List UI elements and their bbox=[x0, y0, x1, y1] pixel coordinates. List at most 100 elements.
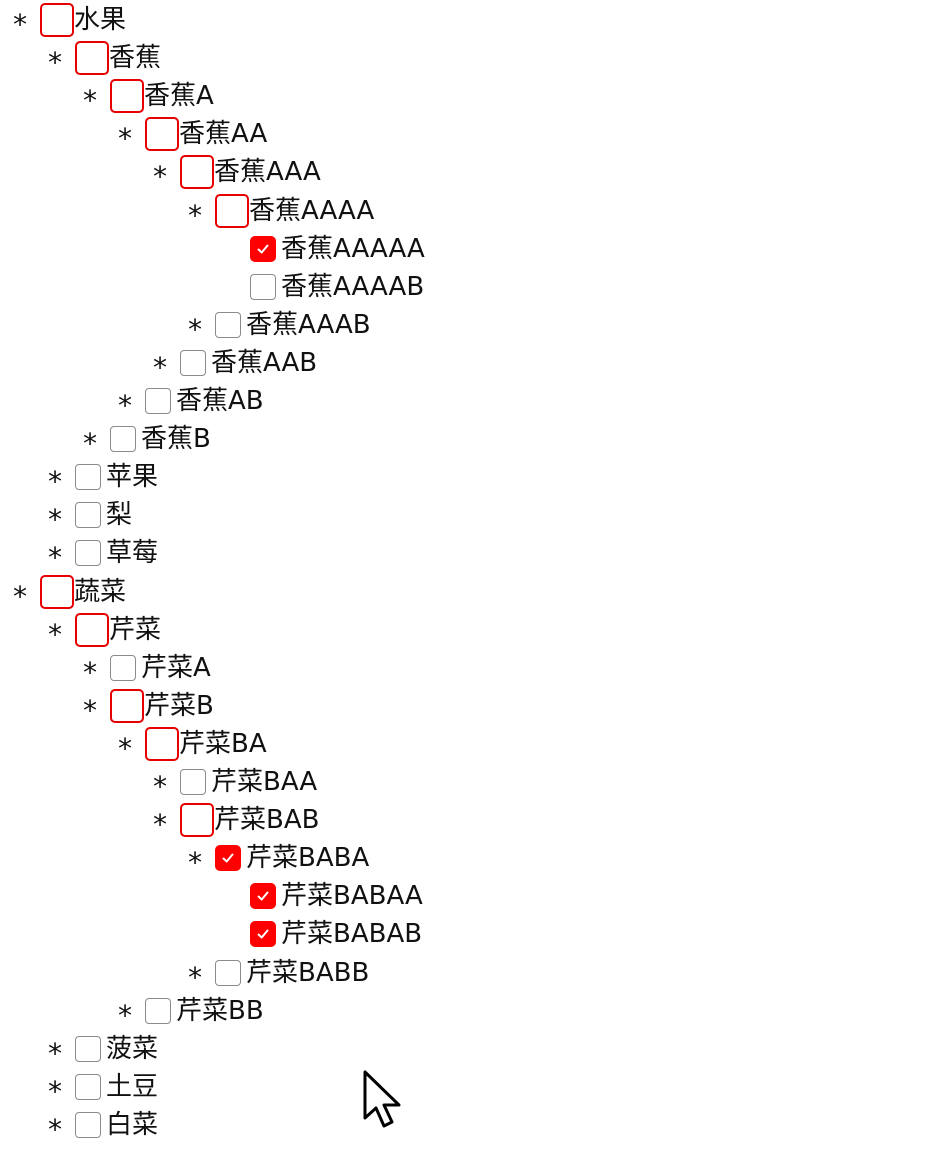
tree-node-label[interactable]: 芹菜BABB bbox=[246, 957, 370, 988]
tree-node: * 芹菜B bbox=[75, 687, 214, 725]
asterisk-expander-icon[interactable]: * bbox=[151, 350, 169, 384]
tree-node-label[interactable]: 芹菜 bbox=[109, 614, 162, 645]
tree-node-checkbox[interactable] bbox=[250, 235, 276, 262]
tree-node-checkbox[interactable] bbox=[75, 1073, 101, 1100]
tree-node-checkbox[interactable] bbox=[75, 464, 101, 491]
tree-node-label[interactable]: 芹菜BB bbox=[176, 995, 264, 1026]
tree-node: * 香蕉AB bbox=[110, 382, 264, 420]
tree-node-checkbox[interactable] bbox=[215, 311, 241, 338]
tree-node-checkbox[interactable] bbox=[75, 1111, 101, 1138]
tree-node-label[interactable]: 芹菜BAA bbox=[211, 767, 318, 797]
tree-node-label[interactable]: 菠菜 bbox=[106, 1033, 159, 1064]
tree-node-label[interactable]: 苹果 bbox=[106, 462, 159, 493]
tree-node-label[interactable]: 芹菜A bbox=[141, 652, 211, 683]
expander-spacer bbox=[215, 877, 245, 915]
tree-node-checkbox[interactable] bbox=[75, 1035, 101, 1062]
tree-node-checkbox[interactable] bbox=[110, 426, 136, 453]
tree-node-checkbox[interactable] bbox=[40, 3, 74, 37]
tree-node-checkbox[interactable] bbox=[180, 803, 214, 838]
tree-node: * 白菜 bbox=[40, 1106, 158, 1144]
tree-node-label[interactable]: 梨 bbox=[106, 500, 133, 531]
tree-node-label[interactable]: 香蕉AAAAA bbox=[281, 233, 425, 264]
asterisk-expander-icon[interactable]: * bbox=[81, 84, 99, 118]
tree-node-checkbox[interactable] bbox=[40, 574, 74, 609]
tree-node: 芹菜BABAB bbox=[215, 915, 422, 953]
tree-node: * 芹菜A bbox=[75, 649, 211, 687]
asterisk-expander-icon[interactable]: * bbox=[46, 1112, 64, 1146]
asterisk-expander-icon[interactable]: * bbox=[81, 427, 99, 461]
tree-node-checkbox[interactable] bbox=[250, 883, 276, 910]
tree-node-label[interactable]: 香蕉B bbox=[141, 424, 211, 455]
check-icon bbox=[222, 853, 234, 863]
tree-node: * 芹菜BABB bbox=[180, 954, 370, 994]
tree-node-checkbox[interactable] bbox=[250, 921, 276, 948]
asterisk-expander-icon[interactable]: * bbox=[46, 46, 64, 80]
tree-node-checkbox[interactable] bbox=[75, 41, 109, 76]
tree-node-checkbox[interactable] bbox=[215, 845, 241, 872]
tree-node-label[interactable]: 香蕉AA bbox=[179, 119, 268, 150]
tree-node-checkbox[interactable] bbox=[145, 997, 171, 1024]
tree-node-checkbox[interactable] bbox=[250, 273, 276, 300]
asterisk-expander-icon[interactable]: * bbox=[46, 617, 64, 651]
tree-node-label[interactable]: 芹菜BA bbox=[179, 728, 267, 759]
asterisk-expander-icon[interactable]: * bbox=[116, 731, 134, 765]
tree-node-checkbox[interactable] bbox=[145, 388, 171, 414]
tree-node-checkbox[interactable] bbox=[180, 155, 214, 190]
asterisk-expander-icon[interactable]: * bbox=[151, 160, 169, 194]
tree-node-label[interactable]: 香蕉AB bbox=[176, 386, 264, 416]
tree-node-label[interactable]: 土豆 bbox=[106, 1071, 159, 1102]
check-icon bbox=[257, 244, 269, 254]
tree-node-checkbox[interactable] bbox=[75, 540, 101, 567]
asterisk-expander-icon[interactable]: * bbox=[46, 465, 64, 499]
asterisk-expander-icon[interactable]: * bbox=[116, 389, 134, 422]
tree-node-checkbox[interactable] bbox=[110, 79, 144, 114]
tree-node: 香蕉AAAAA bbox=[215, 230, 425, 268]
asterisk-expander-icon[interactable]: * bbox=[186, 198, 204, 232]
tree-node-label[interactable]: 香蕉AAAAB bbox=[281, 271, 425, 302]
asterisk-expander-icon[interactable]: * bbox=[186, 312, 204, 346]
tree-node-checkbox[interactable] bbox=[180, 349, 206, 376]
tree-node-label[interactable]: 蔬菜 bbox=[74, 576, 127, 607]
tree-node-checkbox[interactable] bbox=[145, 726, 179, 761]
tree-node-label[interactable]: 香蕉AAAB bbox=[246, 309, 371, 340]
asterisk-expander-icon[interactable]: * bbox=[186, 960, 204, 994]
tree-node: * 芹菜BAA bbox=[145, 763, 318, 803]
asterisk-expander-icon[interactable]: * bbox=[151, 770, 169, 803]
tree-node-checkbox[interactable] bbox=[145, 117, 179, 152]
asterisk-expander-icon[interactable]: * bbox=[11, 8, 29, 41]
asterisk-expander-icon[interactable]: * bbox=[11, 579, 29, 613]
tree-node-label[interactable]: 香蕉AAB bbox=[211, 347, 318, 378]
tree-node-label[interactable]: 芹菜BABAB bbox=[281, 919, 423, 950]
tree-node-label[interactable]: 香蕉 bbox=[109, 43, 162, 74]
tree-node-label[interactable]: 香蕉AAA bbox=[214, 157, 321, 188]
tree-node: * 苹果 bbox=[40, 458, 158, 496]
tree-node-label[interactable]: 香蕉AAAA bbox=[249, 195, 375, 226]
asterisk-expander-icon[interactable]: * bbox=[151, 808, 169, 842]
asterisk-expander-icon[interactable]: * bbox=[81, 655, 99, 689]
tree-node-label[interactable]: 芹菜BABA bbox=[246, 843, 370, 874]
asterisk-expander-icon[interactable]: * bbox=[46, 503, 64, 537]
tree-node-label[interactable]: 芹菜BAB bbox=[214, 805, 320, 836]
tree-node-label[interactable]: 香蕉A bbox=[144, 81, 214, 112]
tree-node-checkbox[interactable] bbox=[180, 769, 206, 795]
tree-node-label[interactable]: 芹菜BABAA bbox=[281, 881, 423, 912]
asterisk-expander-icon[interactable]: * bbox=[186, 846, 204, 880]
tree-node-checkbox[interactable] bbox=[75, 502, 101, 529]
tree-node-checkbox[interactable] bbox=[215, 959, 241, 986]
asterisk-expander-icon[interactable]: * bbox=[116, 122, 134, 156]
asterisk-expander-icon[interactable]: * bbox=[46, 541, 64, 575]
tree-node-checkbox[interactable] bbox=[215, 193, 249, 228]
tree-node-label[interactable]: 芹菜B bbox=[144, 690, 214, 721]
tree-node-label[interactable]: 白菜 bbox=[106, 1109, 159, 1140]
asterisk-expander-icon[interactable]: * bbox=[81, 693, 99, 727]
asterisk-expander-icon[interactable]: * bbox=[46, 1074, 64, 1108]
tree-node-label[interactable]: 水果 bbox=[74, 5, 127, 35]
asterisk-expander-icon[interactable]: * bbox=[116, 998, 134, 1032]
tree-node-label[interactable]: 草莓 bbox=[106, 538, 159, 569]
tree-node-checkbox[interactable] bbox=[110, 654, 136, 681]
tree-node-checkbox[interactable] bbox=[110, 688, 144, 723]
asterisk-expander-icon[interactable]: * bbox=[46, 1036, 64, 1070]
tree-node-checkbox[interactable] bbox=[75, 612, 109, 647]
tree-node: * 香蕉AAA bbox=[145, 153, 321, 191]
